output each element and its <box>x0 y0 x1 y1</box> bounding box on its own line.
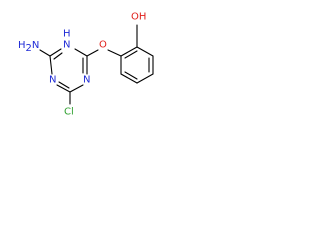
atom-nh2: H2N <box>18 40 39 54</box>
atom-oh: OH <box>131 12 146 23</box>
bond-ph4-ph5 <box>136 73 154 84</box>
bond-ph2-ph3 <box>136 46 154 57</box>
atom-o-ether: O <box>99 40 107 51</box>
atom-n-top: N <box>63 40 70 51</box>
atom-nh2-h: H <box>18 40 26 51</box>
bond-c1-nh2 <box>39 49 51 57</box>
bond-c3-nbottom <box>56 84 71 93</box>
bond-ph5-ph6 <box>120 73 138 84</box>
atom-n-bottom: N <box>49 75 56 86</box>
bond-ntop-c2 <box>74 48 88 57</box>
bond-c1-ntop-double <box>53 52 63 60</box>
bond-ph1-ph2-double <box>124 50 138 59</box>
bond-ph1-ph2 <box>120 46 138 57</box>
atom-cl: Cl <box>64 107 74 118</box>
bond-ph5-ph6-double <box>124 71 138 80</box>
chemical-structure-diagram: H2N H N N N O OH Cl <box>18 12 154 118</box>
triazine-ring <box>49 48 88 93</box>
bond-c3-nbottom-double <box>58 81 70 89</box>
bond-nbottom-c1 <box>49 55 53 75</box>
atom-n-right: N <box>83 75 90 86</box>
bond-nright-c3 <box>69 84 84 93</box>
bond-c1-ntop <box>49 48 62 57</box>
atom-h-top: H <box>63 29 71 40</box>
bond-oether-ph <box>107 49 122 57</box>
atom-nh2-sub: 2 <box>26 43 32 54</box>
bond-c2-oether <box>86 49 99 57</box>
atom-nh2-n: N <box>32 40 39 51</box>
benzene-ring <box>120 46 154 84</box>
